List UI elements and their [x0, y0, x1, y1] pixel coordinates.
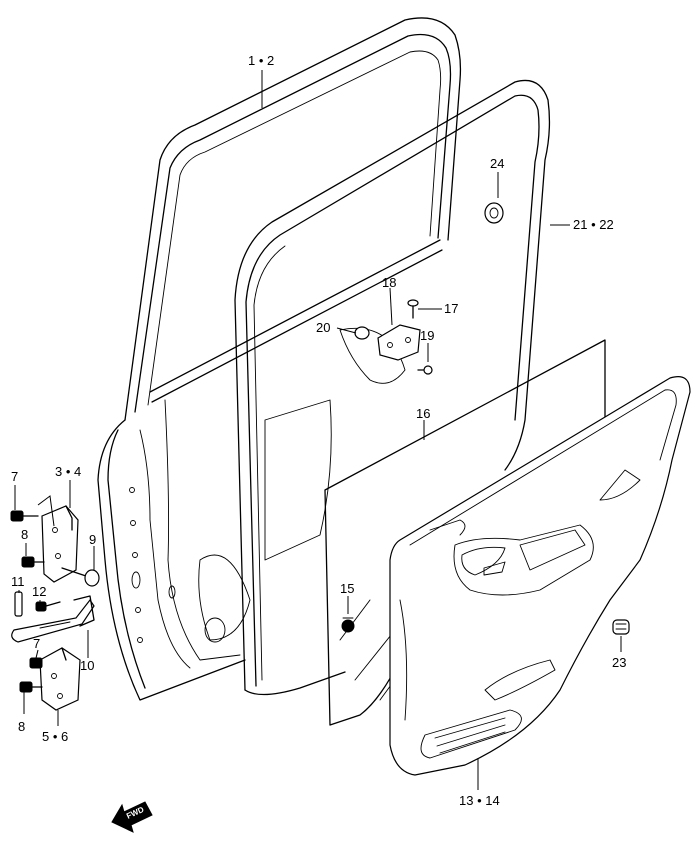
callout-9: 9	[89, 532, 96, 547]
bolt-12	[35, 601, 61, 612]
callout-15: 15	[340, 581, 354, 596]
callout-18: 18	[382, 275, 396, 290]
callout-13-14: 13 • 14	[459, 793, 500, 808]
grommet-24	[484, 202, 504, 224]
clip-15	[341, 617, 355, 633]
upper-hinge-3-4	[41, 505, 79, 583]
callout-7-lower: 7	[33, 636, 40, 651]
leader-lines	[14, 70, 622, 790]
fwd-arrow-icon: FWD	[111, 801, 153, 833]
bolt-7-upper	[10, 510, 39, 522]
callout-17: 17	[444, 301, 458, 316]
callout-20: 20	[316, 320, 330, 335]
callout-16: 16	[416, 406, 430, 421]
door-check-10	[11, 595, 95, 643]
callout-8-lower: 8	[18, 719, 25, 734]
callout-1-2: 1 • 2	[248, 53, 274, 68]
callout-5-6: 5 • 6	[42, 729, 68, 744]
callout-21-22: 21 • 22	[573, 217, 614, 232]
callout-11: 11	[11, 574, 25, 589]
nut-9	[61, 567, 100, 587]
callout-8-upper: 8	[21, 527, 28, 542]
callout-12: 12	[32, 584, 46, 599]
callout-23: 23	[612, 655, 626, 670]
callout-7-upper: 7	[11, 469, 18, 484]
callout-3-4: 3 • 4	[55, 464, 81, 479]
screw-17	[407, 299, 419, 319]
fastener-20	[354, 326, 370, 340]
trim-clip-23	[612, 619, 630, 635]
screw-19	[417, 365, 433, 375]
callout-19: 19	[420, 328, 434, 343]
pin-11	[14, 591, 23, 617]
callout-24: 24	[490, 156, 504, 171]
callout-labels: 1 • 2 21 • 22 24 18 17 19 20 16 15 23 13…	[11, 53, 626, 808]
lock-bracket-18	[377, 324, 421, 361]
callout-10: 10	[80, 658, 94, 673]
door-trim-panel	[389, 376, 691, 776]
bolt-7-lower	[29, 657, 43, 669]
bolt-8-upper	[21, 556, 45, 568]
door-weatherstrip	[234, 79, 551, 696]
door-panel	[97, 17, 462, 701]
lower-hinge-5-6	[39, 647, 81, 711]
bolt-8-lower	[19, 681, 43, 693]
